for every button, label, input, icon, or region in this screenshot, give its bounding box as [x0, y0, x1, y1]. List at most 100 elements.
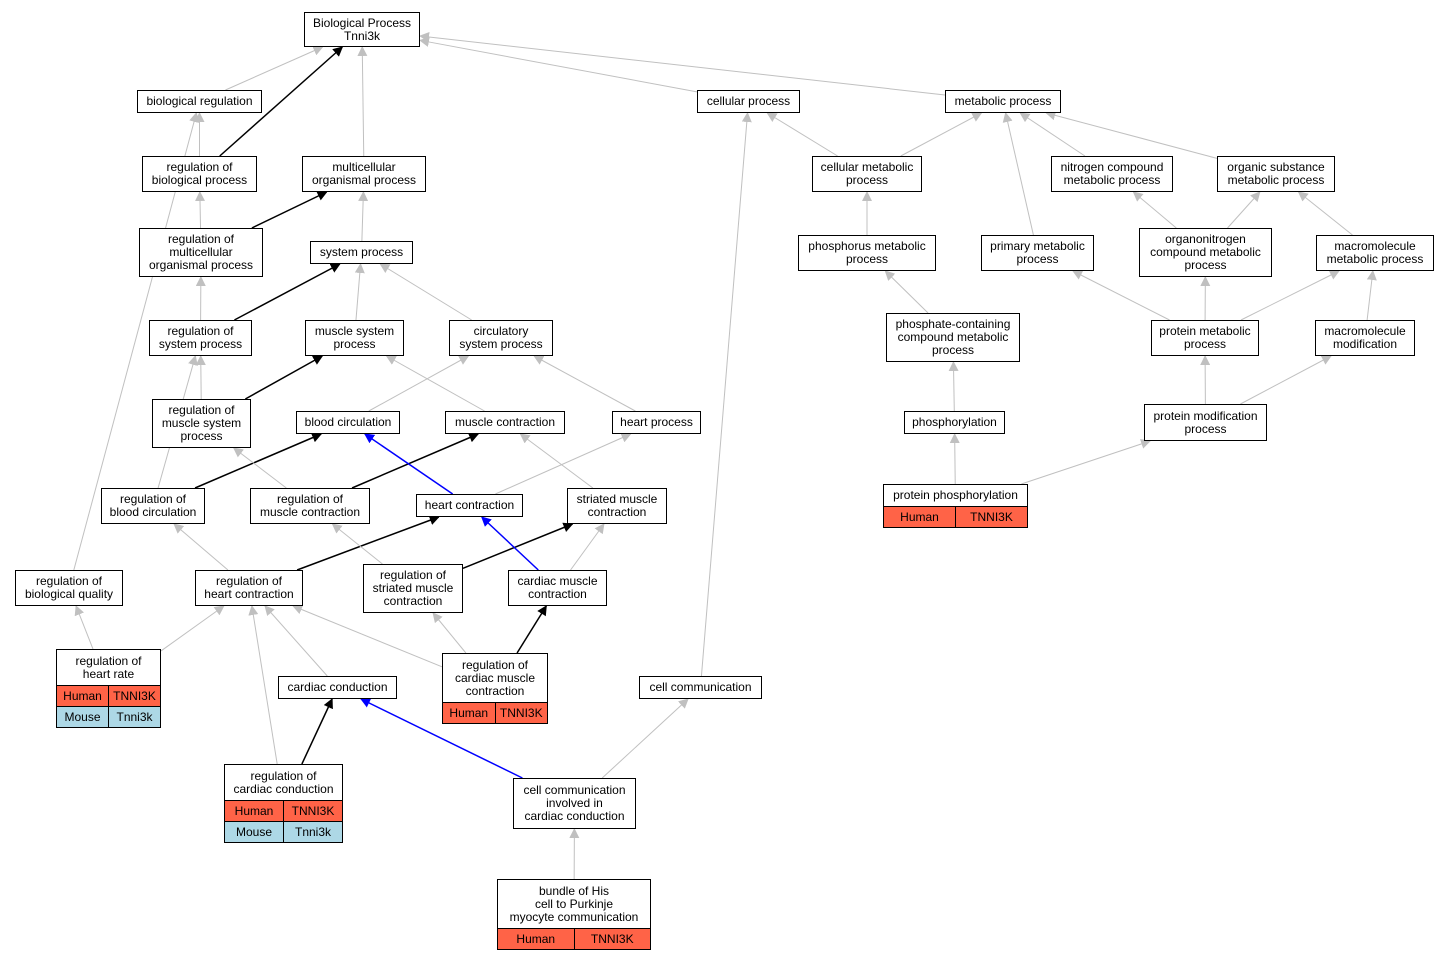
node-label: muscle contraction — [454, 415, 556, 429]
node-bundle-of-his-cell-to-purkinje-myocyte-communication[interactable]: bundle of His cell to Purkinje myocyte c… — [497, 879, 651, 950]
gene-cell: TNNI3K — [108, 686, 160, 706]
node-label: regulation of biological quality — [24, 574, 114, 601]
node-label: regulation of blood circulation — [109, 492, 197, 519]
node-primary-metabolic-process[interactable]: primary metabolic process — [981, 235, 1094, 271]
node-regulation-of-system-process[interactable]: regulation of system process — [149, 320, 252, 356]
species-cell: Human — [449, 706, 489, 720]
node-cell-communication-involved-in-cardiac-conduction[interactable]: cell communication involved in cardiac c… — [513, 778, 636, 829]
edge-protmet-to-primary — [1072, 270, 1170, 321]
node-label: system process — [319, 245, 404, 259]
edge-regblood-to-bloodcirc — [194, 432, 323, 489]
node-label: circulatory system process — [459, 324, 543, 351]
edge-regsys-to-sysproc — [234, 263, 341, 321]
node-cellular-metabolic-process[interactable]: cellular metabolic process — [812, 156, 922, 192]
edge-primary-to-metproc — [1002, 112, 1034, 236]
node-heart-contraction[interactable]: heart contraction — [416, 494, 523, 517]
node-multicellular-organismal-process[interactable]: multicellular organismal process — [302, 156, 426, 192]
edge-regcardmusc-to-regheartcont — [292, 604, 443, 668]
node-muscle-system-process[interactable]: muscle system process — [305, 320, 404, 356]
node-circulatory-system-process[interactable]: circulatory system process — [449, 320, 553, 356]
node-label: regulation of multicellular organismal p… — [148, 232, 254, 272]
edge-regmusccont-to-regmuscsys — [232, 447, 287, 489]
node-regulation-of-biological-process[interactable]: regulation of biological process — [142, 156, 257, 192]
node-regulation-of-heart-contraction[interactable]: regulation of heart contraction — [195, 570, 303, 606]
edge-cellproc-to-bp — [419, 37, 698, 93]
node-label: macromolecule modification — [1324, 324, 1406, 351]
node-regulation-of-muscle-system-process[interactable]: regulation of muscle system process — [152, 399, 251, 448]
node-label: blood circulation — [304, 415, 392, 429]
node-heart-process[interactable]: heart process — [612, 411, 701, 434]
node-label: cell communication — [649, 680, 752, 694]
node-phosphate-containing-compound-metabolic-process[interactable]: phosphate-containing compound metabolic … — [886, 313, 1020, 362]
node-label: phosphate-containing compound metabolic … — [895, 317, 1011, 357]
node-organic-substance-metabolic-process[interactable]: organic substance metabolic process — [1217, 156, 1335, 192]
edge-phoscont-to-phosmet — [884, 270, 929, 314]
node-label: regulation of heart rate — [75, 653, 142, 681]
species-cell: Human — [900, 510, 939, 524]
node-regulation-of-biological-quality[interactable]: regulation of biological quality — [15, 570, 123, 606]
edge-regstriated-to-regmusccont — [331, 523, 383, 565]
node-label: heart contraction — [424, 498, 515, 512]
edge-organo-to-nitro — [1132, 191, 1177, 229]
edge-striated-to-musccont — [519, 433, 594, 489]
node-protein-modification-process[interactable]: protein modification process — [1144, 404, 1267, 441]
node-macromolecule-modification[interactable]: macromolecule modification — [1315, 320, 1415, 356]
node-system-process[interactable]: system process — [310, 241, 413, 264]
edge-regmulti-to-regbio — [195, 191, 206, 229]
node-biological-regulation[interactable]: biological regulation — [137, 90, 262, 113]
species-cell: Human — [516, 932, 556, 946]
edge-cellmet-to-cellproc — [766, 112, 838, 157]
node-phosphorus-metabolic-process[interactable]: phosphorus metabolic process — [798, 235, 936, 271]
node-label: primary metabolic process — [990, 239, 1085, 266]
edge-regheartcont-to-regblood — [173, 523, 229, 571]
gene-cell: TNNI3K — [494, 703, 548, 723]
node-striated-muscle-contraction[interactable]: striated muscle contraction — [567, 488, 667, 524]
node-nitrogen-compound-metabolic-process[interactable]: nitrogen compound metabolic process — [1051, 156, 1173, 192]
node-cardiac-conduction[interactable]: cardiac conduction — [278, 676, 397, 699]
node-regulation-of-multicellular-organismal-process[interactable]: regulation of multicellular organismal p… — [139, 228, 263, 277]
node-label: protein metabolic process — [1159, 324, 1251, 351]
node-cell-communication[interactable]: cell communication — [639, 676, 762, 699]
node-regulation-of-striated-muscle-contraction[interactable]: regulation of striated muscle contractio… — [363, 564, 463, 613]
node-label: organonitrogen compound metabolic proces… — [1150, 232, 1261, 272]
node-biological-process-root[interactable]: Biological Process Tnni3k — [304, 12, 420, 47]
node-macromolecule-metabolic-process[interactable]: macromolecule metabolic process — [1316, 235, 1434, 271]
node-metabolic-process[interactable]: metabolic process — [945, 90, 1061, 113]
node-protein-metabolic-process[interactable]: protein metabolic process — [1151, 320, 1259, 356]
node-regulation-of-muscle-contraction[interactable]: regulation of muscle contraction — [250, 488, 370, 524]
node-cardiac-muscle-contraction[interactable]: cardiac muscle contraction — [508, 570, 607, 606]
edge-cellcommcard-to-cardcond — [360, 698, 523, 779]
node-label: striated muscle contraction — [576, 492, 658, 519]
annotation-row-human: Human TNNI3K — [443, 702, 547, 723]
node-phosphorylation[interactable]: phosphorylation — [904, 411, 1005, 434]
node-blood-circulation[interactable]: blood circulation — [296, 411, 400, 434]
edge-regheartcont-to-heartcont — [296, 515, 440, 571]
edge-sysproc-to-multi — [358, 191, 369, 242]
edge-cardcond-to-regheartcont — [264, 605, 328, 677]
node-organonitrogen-compound-metabolic-process[interactable]: organonitrogen compound metabolic proces… — [1139, 228, 1272, 277]
annotation-table: Human TNNI3K — [498, 928, 650, 949]
edge-protmod-to-macromod — [1240, 355, 1332, 405]
node-regulation-of-blood-circulation[interactable]: regulation of blood circulation — [101, 488, 205, 524]
species-cell: Human — [63, 689, 102, 703]
edge-regbio-to-bp — [219, 46, 344, 157]
node-label: cell communication involved in cardiac c… — [523, 783, 626, 823]
edge-phosph-to-phoscont — [948, 361, 959, 412]
node-muscle-contraction[interactable]: muscle contraction — [445, 411, 565, 434]
node-label: regulation of cardiac muscle contraction — [454, 657, 536, 698]
node-label: regulation of muscle contraction — [259, 492, 361, 519]
edge-regmusccont-to-musccont — [351, 432, 480, 489]
edge-macromet-to-organic — [1297, 191, 1353, 236]
gene-cell: TNNI3K — [573, 929, 651, 949]
node-label: cardiac conduction — [287, 680, 388, 694]
node-regulation-of-cardiac-muscle-contraction[interactable]: regulation of cardiac muscle contraction… — [442, 653, 548, 724]
node-cellular-process[interactable]: cellular process — [697, 90, 800, 113]
edge-heartcont-to-bloodcirc — [364, 433, 454, 495]
edge-cardmusc-to-heartcont — [481, 516, 539, 571]
